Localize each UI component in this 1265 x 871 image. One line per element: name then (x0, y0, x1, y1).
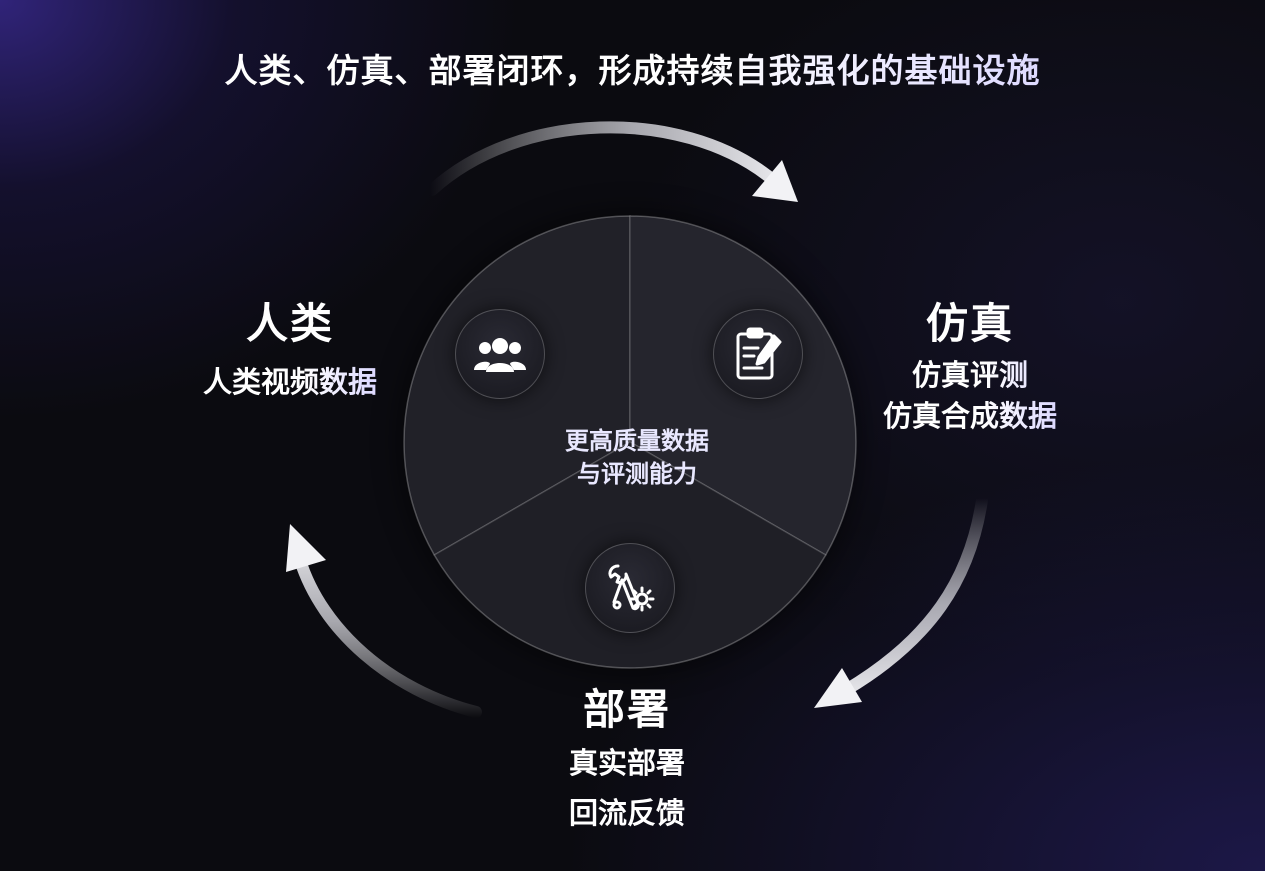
node-deployment-line2: 回流反馈 (568, 796, 685, 830)
node-deployment-title: 部署 (582, 685, 671, 734)
node-human-line1: 人类视频数据 (160, 359, 420, 401)
node-simulation-line2: 仿真合成数据 (840, 393, 1100, 435)
node-simulation-line1: 仿真评测 (840, 352, 1100, 394)
clipboard-pen-icon (736, 327, 782, 380)
users-icon (474, 338, 526, 372)
clipboard-pen-icon-badge (713, 309, 803, 399)
arrow-simulation-to-deployment (814, 494, 988, 708)
center-text-line1: 更高质量数据 (565, 427, 709, 455)
wrench-gear-icon (608, 564, 655, 612)
node-deployment-line1: 真实部署 (568, 746, 685, 780)
node-human-title: 人类 (245, 299, 334, 348)
arrow-deployment-to-human (286, 524, 482, 718)
center-text-line2: 与评测能力 (577, 460, 697, 488)
node-simulation-title: 仿真 (925, 299, 1014, 348)
users-icon-badge (455, 309, 545, 399)
headline: 人类、仿真、部署闭环，形成持续自我强化的基础设施 (0, 44, 1265, 92)
wrench-gear-icon-badge (585, 543, 675, 633)
arrow-human-to-simulation (426, 121, 798, 202)
